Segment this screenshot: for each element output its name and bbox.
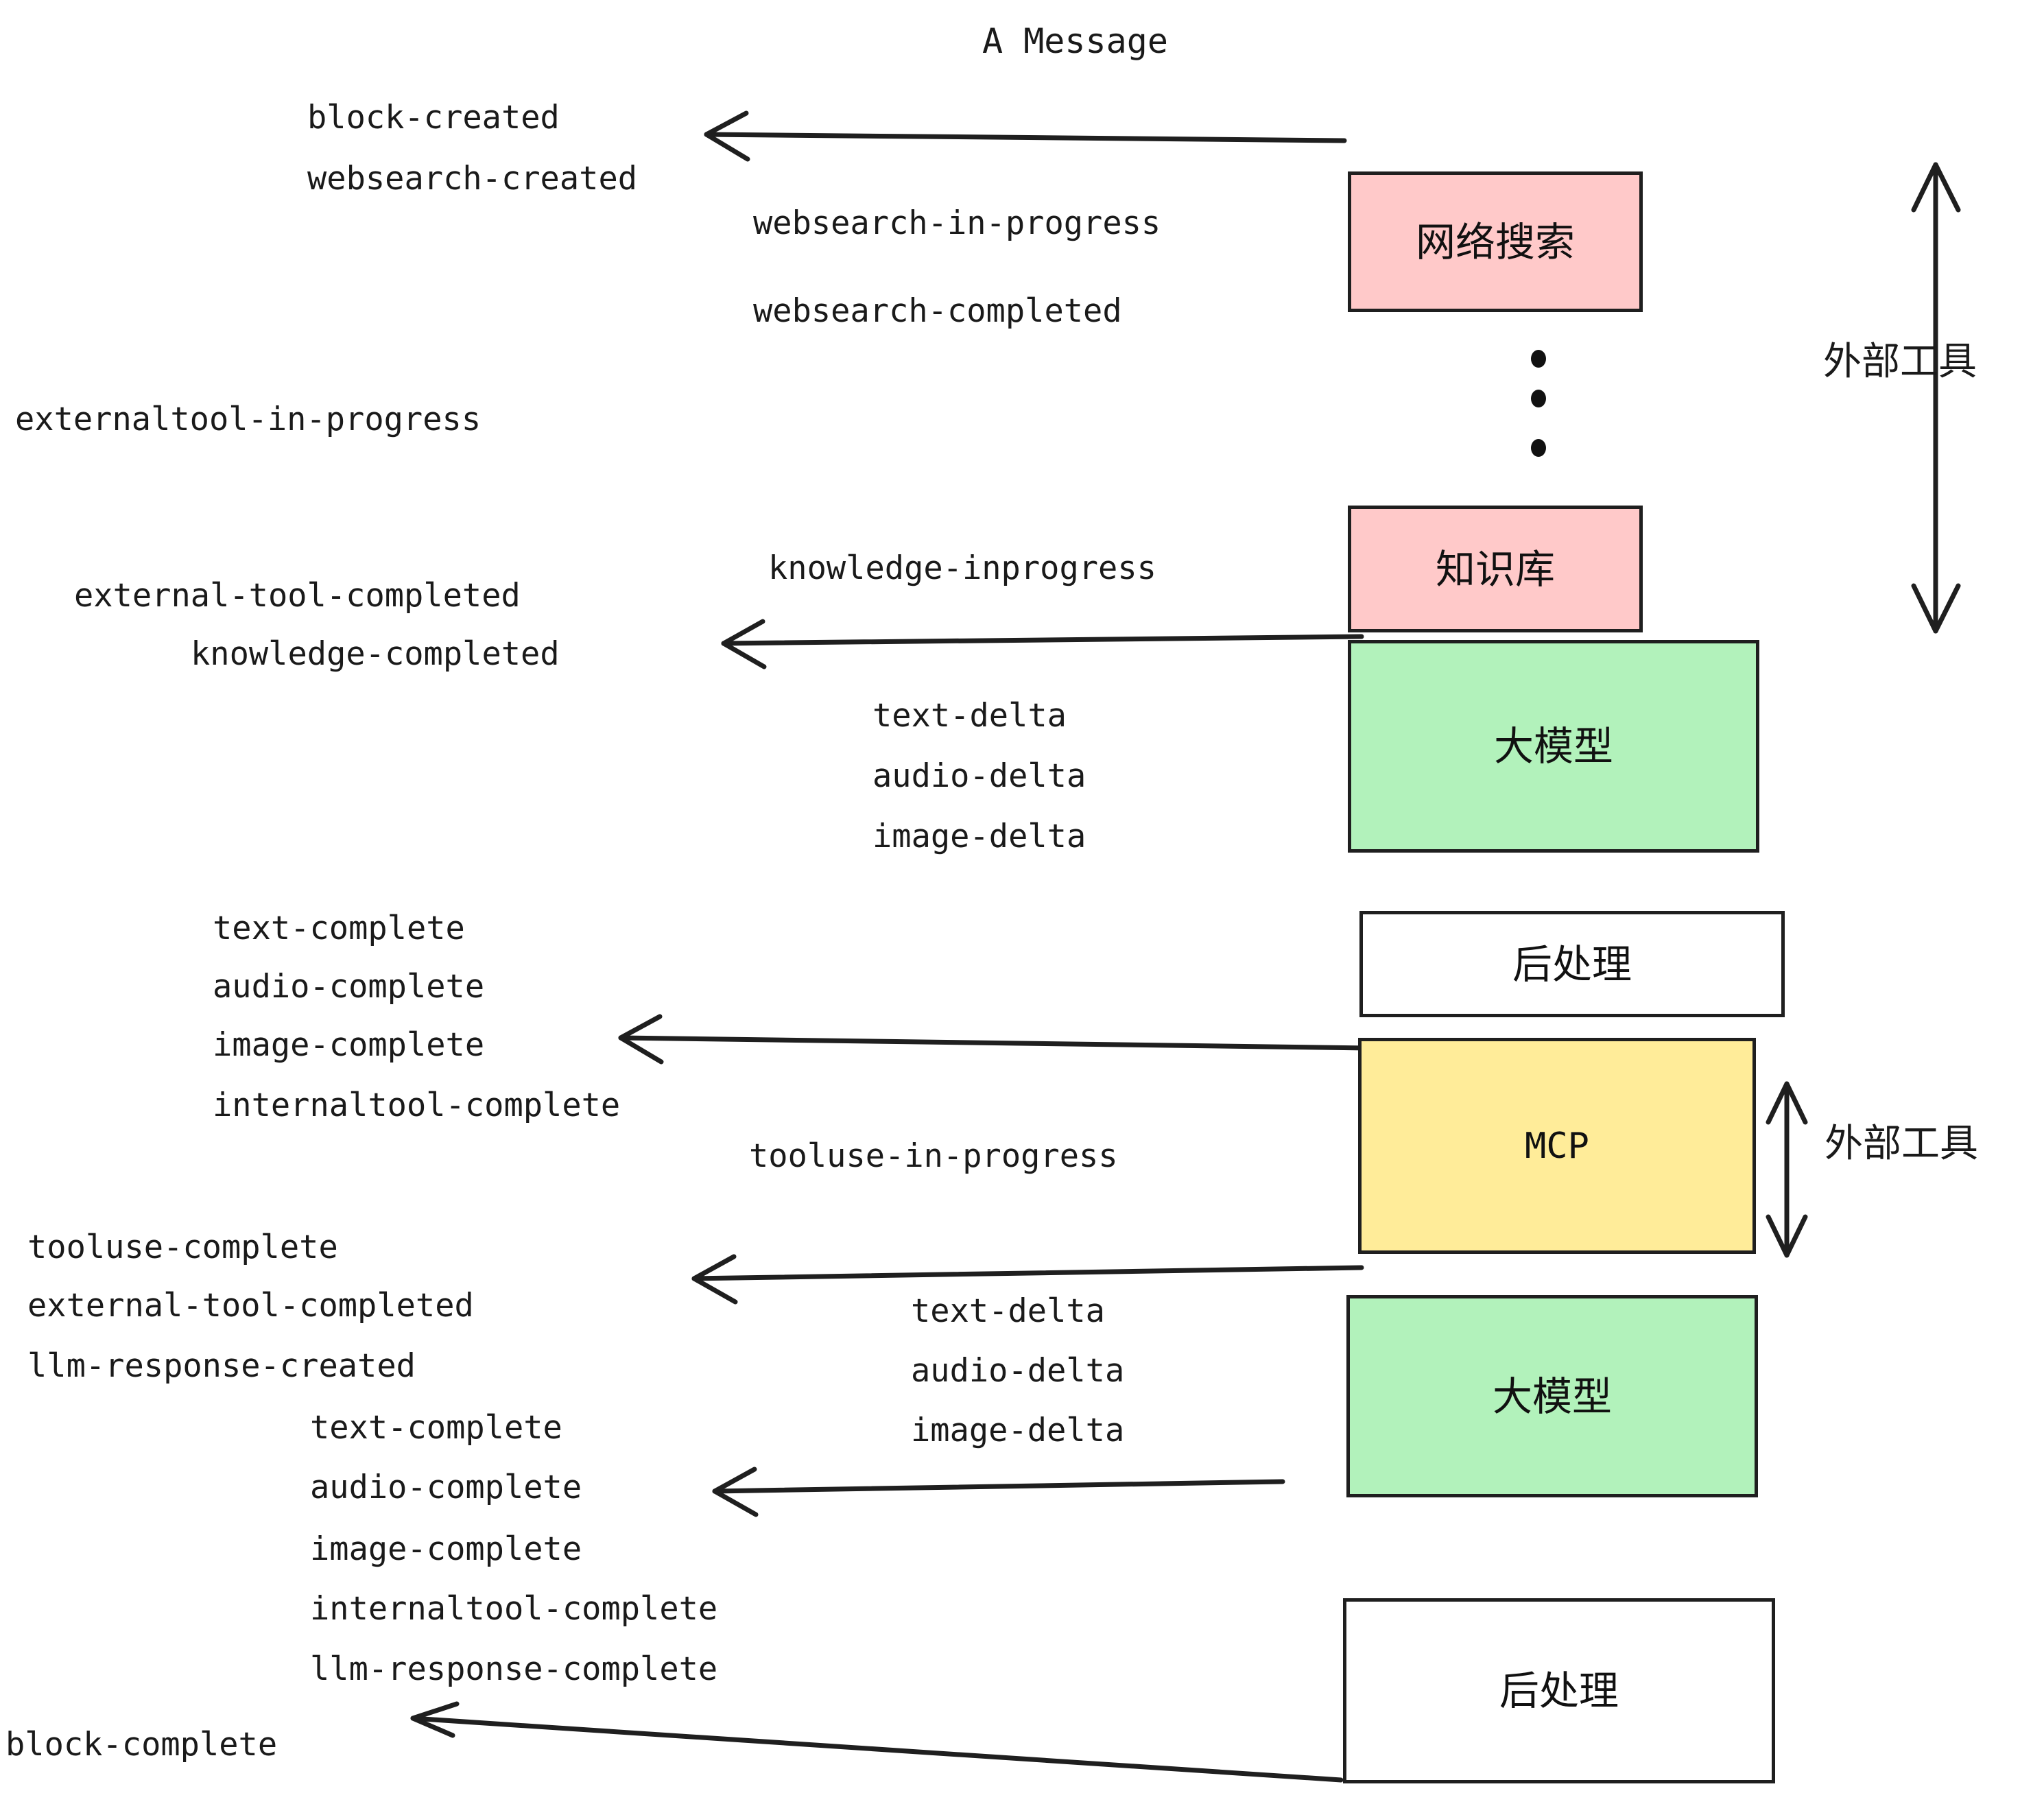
event-internaltool-complete-2: internaltool-complete xyxy=(310,1590,718,1628)
box-postprocess-top[interactable]: 后处理 xyxy=(1359,911,1785,1017)
box-postprocess-bottom-label: 后处理 xyxy=(1499,1667,1619,1714)
event-audio-delta-1: audio-delta xyxy=(872,757,1086,795)
event-text-delta-1: text-delta xyxy=(872,697,1067,735)
ellipsis-dot-2 xyxy=(1531,390,1546,407)
page-title: A Message xyxy=(982,21,1168,61)
ellipsis-dot-3 xyxy=(1531,439,1546,457)
event-image-delta-2: image-delta xyxy=(911,1412,1125,1449)
box-postprocess-bottom[interactable]: 后处理 xyxy=(1343,1598,1775,1783)
arrow-mcp-to-tooluse-complete xyxy=(691,1265,1364,1281)
event-image-complete-2: image-complete xyxy=(310,1530,582,1568)
event-knowledge-inprogress: knowledge-inprogress xyxy=(768,549,1156,587)
box-knowledge-label: 知识库 xyxy=(1435,545,1555,593)
event-audio-complete-1: audio-complete xyxy=(213,968,485,1006)
event-text-delta-2: text-delta xyxy=(911,1292,1105,1330)
event-image-complete-1: image-complete xyxy=(213,1026,485,1064)
event-block-complete: block-complete xyxy=(5,1726,278,1764)
arrow-postprocess-to-block-complete xyxy=(410,1716,1344,1783)
label-external-tool-top: 外部工具 xyxy=(1823,340,1977,384)
arrow-mcp-to-image-complete xyxy=(618,1035,1371,1051)
box-knowledge[interactable]: 知识库 xyxy=(1348,506,1643,632)
event-external-tool-completed-2: external-tool-completed xyxy=(27,1287,474,1325)
box-llm-bottom-label: 大模型 xyxy=(1492,1373,1612,1420)
event-websearch-in-progress: websearch-in-progress xyxy=(753,204,1161,242)
event-text-complete-2: text-complete xyxy=(310,1409,562,1447)
event-audio-complete-2: audio-complete xyxy=(310,1469,582,1506)
box-mcp[interactable]: MCP xyxy=(1358,1038,1756,1254)
event-tooluse-in-progress: tooluse-in-progress xyxy=(749,1137,1118,1175)
label-external-tool-bottom: 外部工具 xyxy=(1825,1121,1978,1166)
ellipsis-dot-1 xyxy=(1531,350,1546,368)
box-llm-bottom[interactable]: 大模型 xyxy=(1346,1295,1758,1497)
box-postprocess-top-label: 后处理 xyxy=(1512,940,1632,988)
event-internaltool-complete-1: internaltool-complete xyxy=(213,1087,621,1124)
box-llm-top[interactable]: 大模型 xyxy=(1348,640,1759,853)
box-llm-top-label: 大模型 xyxy=(1493,723,1613,770)
arrow-knowledge-to-knowledge-completed xyxy=(721,634,1364,646)
event-websearch-created: websearch-created xyxy=(307,160,638,198)
arrow-websearch-to-block-created xyxy=(704,132,1347,143)
event-audio-delta-2: audio-delta xyxy=(911,1352,1125,1390)
event-tooluse-complete: tooluse-complete xyxy=(27,1229,338,1266)
event-text-complete-1: text-complete xyxy=(213,910,465,947)
event-knowledge-completed: knowledge-completed xyxy=(191,635,560,673)
event-llm-response-created: llm-response-created xyxy=(27,1347,416,1385)
event-llm-response-complete: llm-response-complete xyxy=(310,1650,718,1688)
arrow-llm-to-audio-complete xyxy=(712,1479,1285,1494)
box-mcp-label: MCP xyxy=(1525,1125,1589,1167)
event-websearch-completed: websearch-completed xyxy=(753,292,1122,330)
event-externaltool-in-progress: externaltool-in-progress xyxy=(15,401,482,438)
event-block-created: block-created xyxy=(307,99,560,137)
event-external-tool-completed-1: external-tool-completed xyxy=(74,577,521,615)
box-websearch[interactable]: 网络搜索 xyxy=(1348,171,1643,312)
event-image-delta-1: image-delta xyxy=(872,818,1086,855)
box-websearch-label: 网络搜索 xyxy=(1415,218,1575,265)
